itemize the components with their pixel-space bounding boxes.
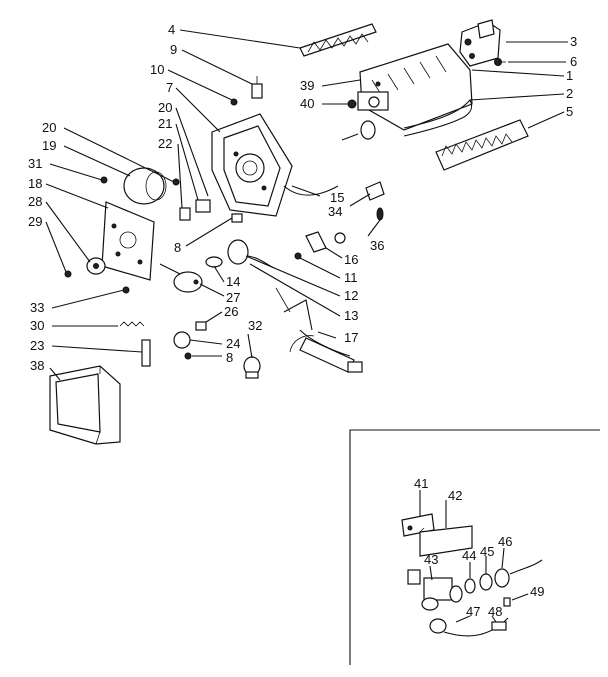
- label-3: 3: [570, 34, 577, 49]
- part-29-screw: [64, 270, 72, 278]
- part-5-stripper: [435, 119, 529, 171]
- part-18-plate: [101, 201, 155, 281]
- label-49: 49: [530, 584, 544, 599]
- label-27: 27: [226, 290, 240, 305]
- part-39-shaft: [341, 120, 376, 141]
- part-14-pin: [205, 256, 223, 268]
- part-32-plug: [243, 356, 261, 379]
- label-36: 36: [370, 238, 384, 253]
- part-46-fitting: [494, 559, 543, 588]
- inset-water-valve-border: [349, 429, 600, 665]
- label-7: 7: [166, 80, 173, 95]
- label-39: 39: [300, 78, 314, 93]
- part-17-harness: [275, 287, 363, 373]
- label-4: 4: [168, 22, 175, 37]
- leader-lines: [45, 29, 568, 623]
- label-32: 32: [248, 318, 262, 333]
- label-24: 24: [226, 336, 240, 351]
- label-43: 43: [424, 552, 438, 567]
- part-23-arm: [141, 339, 151, 367]
- label-34: 34: [328, 204, 342, 219]
- label-47: 47: [466, 604, 480, 619]
- label-30: 30: [30, 318, 44, 333]
- label-38: 38: [30, 358, 44, 373]
- part-42-cover: [419, 525, 473, 557]
- label-31: 31: [28, 156, 42, 171]
- part-28-cam: [86, 257, 106, 275]
- part-47-48-tube: [429, 617, 509, 637]
- label-28: 28: [28, 194, 42, 209]
- label-12: 12: [344, 288, 358, 303]
- label-48: 48: [488, 604, 502, 619]
- label-44: 44: [462, 548, 476, 563]
- label-15: 15: [330, 190, 344, 205]
- part-45-ring: [479, 573, 493, 591]
- part-44-washer: [464, 578, 476, 594]
- label-41: 41: [414, 476, 428, 491]
- label-33: 33: [30, 300, 44, 315]
- part-24-bracket: [173, 331, 191, 349]
- part-7-housing: [211, 113, 293, 217]
- part-9-thermostat: [251, 76, 263, 99]
- label-9: 9: [170, 42, 177, 57]
- part-15-wire: [283, 185, 339, 196]
- label-10: 10: [150, 62, 164, 77]
- part-40-screw: [347, 99, 357, 109]
- part-10-screw: [230, 98, 238, 106]
- part-8-screw-a: [231, 213, 243, 223]
- part-3-cover: [459, 19, 501, 67]
- part-34-bracket: [365, 181, 385, 201]
- part-number-labels: 4 9 10 7 20 21 22 20 19 31 18 28 29 33 3…: [28, 22, 577, 619]
- label-5: 5: [566, 104, 573, 119]
- label-20b: 20: [42, 120, 56, 135]
- label-14: 14: [226, 274, 240, 289]
- label-8a: 8: [174, 240, 181, 255]
- label-6: 6: [570, 54, 577, 69]
- label-16: 16: [344, 252, 358, 267]
- label-26: 26: [224, 304, 238, 319]
- part-22-lever: [179, 207, 191, 221]
- part-13-switch: [227, 239, 275, 269]
- part-11-screw: [294, 252, 302, 260]
- label-19: 19: [42, 138, 56, 153]
- label-11: 11: [344, 270, 358, 285]
- part-16-clip: [334, 232, 346, 244]
- label-21: 21: [158, 116, 172, 131]
- part-49-clip: [503, 597, 511, 607]
- label-22: 22: [158, 136, 172, 151]
- part-26-screw: [195, 321, 207, 331]
- part-19-motor: [123, 167, 167, 205]
- part-4-ejector: [299, 23, 377, 57]
- part-38-front-cover: [49, 365, 121, 445]
- part-30-spring: [119, 321, 145, 327]
- label-29: 29: [28, 214, 42, 229]
- part-27-connector: [173, 271, 203, 293]
- label-42: 42: [448, 488, 462, 503]
- label-13: 13: [344, 308, 358, 323]
- part-6-screw: [494, 58, 506, 66]
- label-2: 2: [566, 86, 573, 101]
- label-20a: 20: [158, 100, 172, 115]
- part-43-valve: [407, 569, 463, 611]
- part-2-heater: [403, 99, 473, 137]
- label-46: 46: [498, 534, 512, 549]
- label-45: 45: [480, 544, 494, 559]
- label-1: 1: [566, 68, 573, 83]
- label-18: 18: [28, 176, 42, 191]
- label-23: 23: [30, 338, 44, 353]
- part-1-mold: [357, 43, 473, 131]
- part-8-screw-b: [184, 352, 192, 360]
- part-21-gear: [195, 199, 211, 213]
- label-40: 40: [300, 96, 314, 111]
- label-8b: 8: [226, 350, 233, 365]
- part-16-lever: [305, 231, 327, 253]
- part-36-screw: [376, 207, 384, 221]
- label-17: 17: [344, 330, 358, 345]
